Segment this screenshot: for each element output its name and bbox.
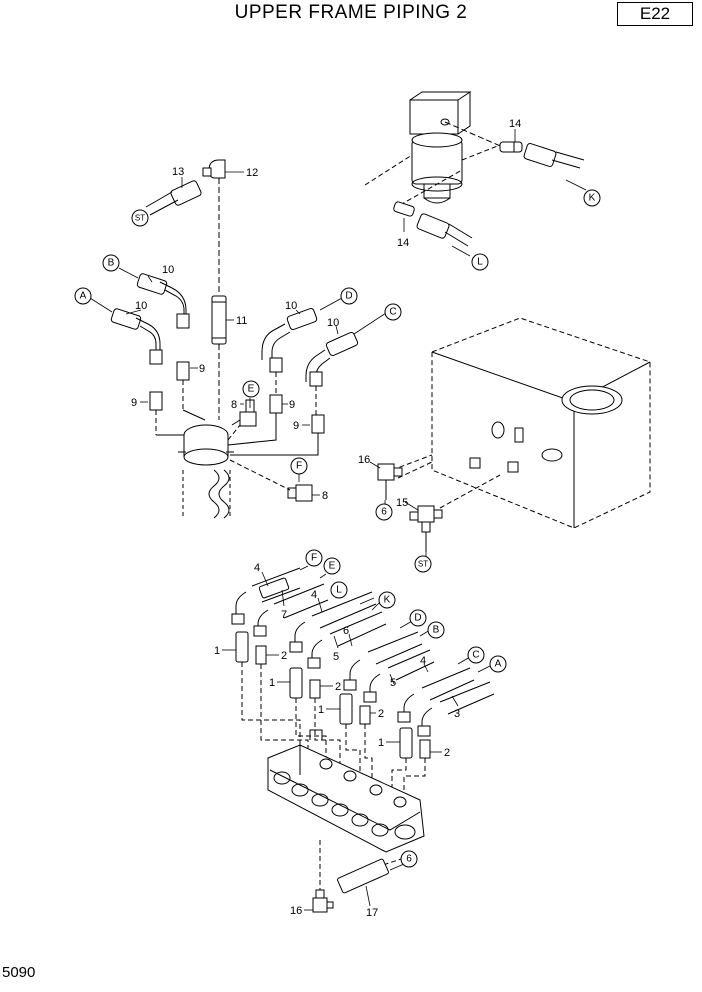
hose-10-c <box>305 331 359 387</box>
circle-a-left: A <box>80 291 87 302</box>
circle-l-low: L <box>336 585 342 596</box>
fitting-14-upper <box>499 141 523 153</box>
label-9-b: 9 <box>131 397 137 409</box>
fittings-9-left <box>149 361 190 411</box>
circle-st-mid: ST <box>418 560 428 569</box>
label-1-d: 1 <box>378 737 384 749</box>
label-5-a: 5 <box>333 651 339 663</box>
page-title: UPPER FRAME PIPING 2 <box>234 2 468 23</box>
label-11: 11 <box>236 315 247 327</box>
circle-a-low: A <box>495 659 502 670</box>
label-2-c: 2 <box>378 708 384 720</box>
main-control-valve <box>267 729 425 853</box>
tee-15 <box>409 505 443 533</box>
label-3: 3 <box>454 708 460 720</box>
circle-st-top: ST <box>135 214 145 223</box>
label-5-b: 5 <box>390 677 396 689</box>
circle-6-low: 6 <box>406 854 412 865</box>
hose-10-a <box>110 308 163 365</box>
fittings-9-right <box>269 394 325 434</box>
circle-f-mid: F <box>296 461 302 472</box>
label-14-lower: 14 <box>397 237 409 249</box>
circle-c-mid: C <box>389 307 396 318</box>
hose-10-b <box>136 273 190 329</box>
page-code-box: E22 <box>617 2 693 26</box>
circle-f-low: F <box>311 553 317 564</box>
label-10-b: 10 <box>162 264 174 276</box>
hose-l-top <box>416 213 473 247</box>
hose-k-top <box>523 143 585 169</box>
hose-17 <box>337 858 389 894</box>
label-9-d: 9 <box>293 420 299 432</box>
adapters-1-2 <box>235 631 431 759</box>
elbow-12 <box>202 159 226 179</box>
adapter-11 <box>211 295 227 345</box>
circle-k-low: K <box>384 595 391 606</box>
label-2-b: 2 <box>335 681 341 693</box>
elbow-8-f <box>287 484 313 502</box>
label-8-e: 8 <box>231 399 237 411</box>
circle-d-low: D <box>414 613 421 624</box>
label-9-a: 9 <box>199 363 205 375</box>
label-17: 17 <box>366 907 378 919</box>
label-2-d: 2 <box>444 747 450 759</box>
fitting-14-lower <box>393 201 415 217</box>
label-15: 15 <box>396 497 408 509</box>
label-9-c: 9 <box>289 399 295 411</box>
label-6-b: 6 <box>343 625 349 637</box>
footer-number: 5090 <box>2 964 36 981</box>
tee-16-low <box>312 889 334 913</box>
leader-lines <box>89 129 587 911</box>
lower-hoses <box>231 567 495 737</box>
pilot-pump-block <box>409 91 472 204</box>
circle-k-top: K <box>589 193 596 204</box>
tee-16 <box>377 463 403 481</box>
circle-b-low: B <box>433 625 440 636</box>
hose-13 <box>145 180 202 216</box>
hydraulic-tank <box>431 317 651 529</box>
label-7: 7 <box>281 609 287 621</box>
label-10-c: 10 <box>327 317 339 329</box>
circle-e-mid: E <box>248 384 255 395</box>
circle-e-low: E <box>329 561 336 572</box>
label-14-upper: 14 <box>509 118 521 130</box>
label-12: 12 <box>246 167 258 179</box>
label-4-c: 4 <box>420 655 426 667</box>
circled-labels <box>74 189 601 868</box>
circle-b-left: B <box>108 258 115 269</box>
hose-10-d <box>261 307 318 373</box>
swivel-joint <box>178 424 234 519</box>
label-1-a: 1 <box>214 645 220 657</box>
circle-c-low: C <box>472 650 479 661</box>
label-4-b: 4 <box>311 589 317 601</box>
circle-l-top: L <box>477 257 483 268</box>
label-8-f: 8 <box>322 490 328 502</box>
label-10-a: 10 <box>135 300 147 312</box>
label-4-a: 4 <box>254 562 260 574</box>
label-13: 13 <box>172 166 184 178</box>
circle-6-tank: 6 <box>381 507 387 518</box>
label-16-low: 16 <box>290 905 302 917</box>
label-16-tank: 16 <box>358 454 370 466</box>
label-2-a: 2 <box>281 650 287 662</box>
label-1-c: 1 <box>318 704 324 716</box>
circle-d-mid: D <box>345 291 352 302</box>
label-10-d: 10 <box>285 300 297 312</box>
label-1-b: 1 <box>269 677 275 689</box>
